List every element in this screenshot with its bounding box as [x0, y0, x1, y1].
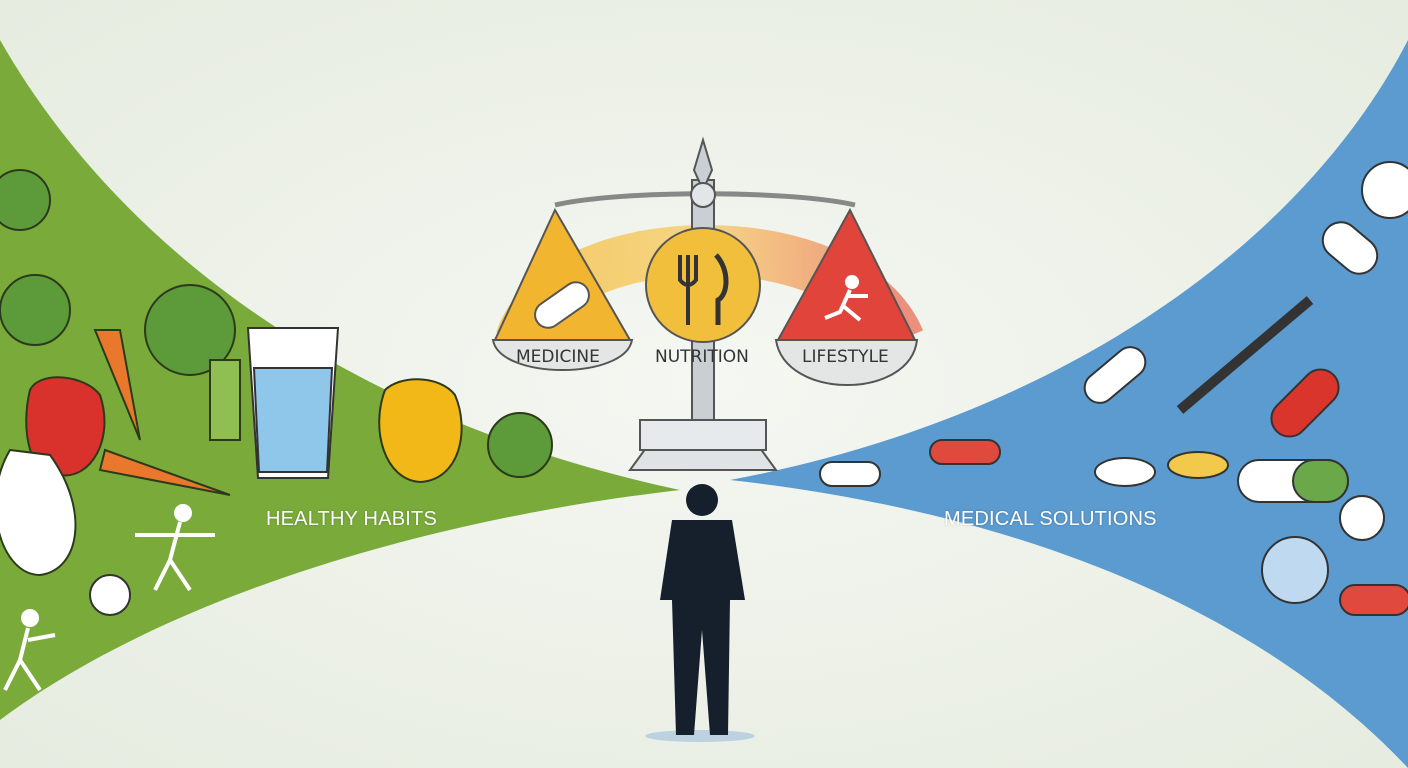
medicine-label: MEDICINE: [516, 347, 600, 367]
person-silhouette: [645, 484, 755, 742]
pills: [819, 161, 1408, 616]
lifestyle-label: LIFESTYLE: [802, 347, 889, 367]
medical-solutions-label: MEDICAL SOLUTIONS: [944, 508, 1157, 530]
exercise-figures: [3, 504, 215, 692]
balance-scale: [491, 136, 924, 471]
medical-solutions-region: [730, 40, 1408, 768]
healthy-habits-label: HEALTHY HABITS: [266, 508, 437, 530]
vegetables: [0, 169, 553, 577]
water-glass-icon: [246, 327, 340, 479]
healthy-habits-region: [0, 40, 680, 720]
nutrition-label: NUTRITION: [655, 347, 749, 367]
